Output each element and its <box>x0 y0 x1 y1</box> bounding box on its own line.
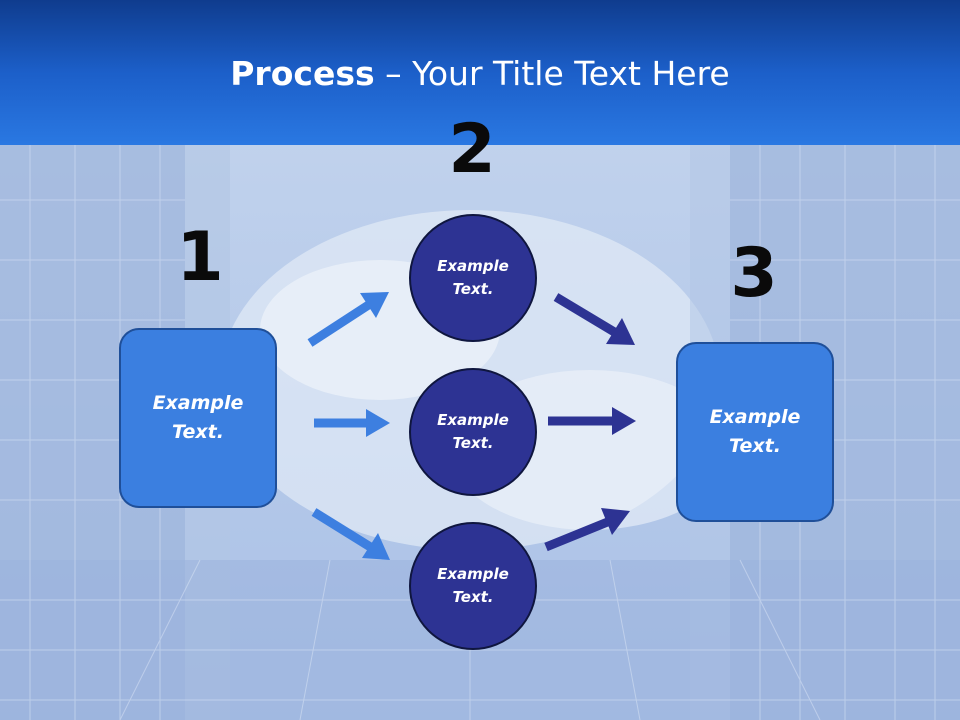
title-bar <box>0 0 960 145</box>
slide-title: Process – Your Title Text Here <box>0 52 960 96</box>
step-2-circle-top-text: Example Text. <box>437 257 509 298</box>
step-1-box: Example Text. <box>119 328 277 508</box>
step-2-circle-bottom-text: Example Text. <box>437 565 509 606</box>
step-2-circle-bottom: Example Text. <box>409 522 537 650</box>
arrow-2b-to-3 <box>548 407 636 435</box>
arrow-1-to-2b <box>314 409 390 437</box>
step-2-circle-middle: Example Text. <box>409 368 537 496</box>
arrow-2a-to-3 <box>553 293 635 345</box>
arrow-1-to-2c <box>311 508 390 560</box>
step-3-text: Example Text. <box>709 406 801 457</box>
step-number-3: 3 <box>730 234 778 313</box>
step-2-circle-middle-text: Example Text. <box>437 411 509 452</box>
step-number-2: 2 <box>448 110 496 189</box>
step-1-text: Example Text. <box>152 392 244 443</box>
step-number-1: 1 <box>176 218 224 297</box>
step-3-box: Example Text. <box>676 342 834 522</box>
arrow-1-to-2a <box>307 292 389 347</box>
title-rest: – Your Title Text Here <box>374 54 730 93</box>
title-bold: Process <box>230 54 375 93</box>
step-2-circle-top: Example Text. <box>409 214 537 342</box>
arrow-2c-to-3 <box>544 508 630 552</box>
